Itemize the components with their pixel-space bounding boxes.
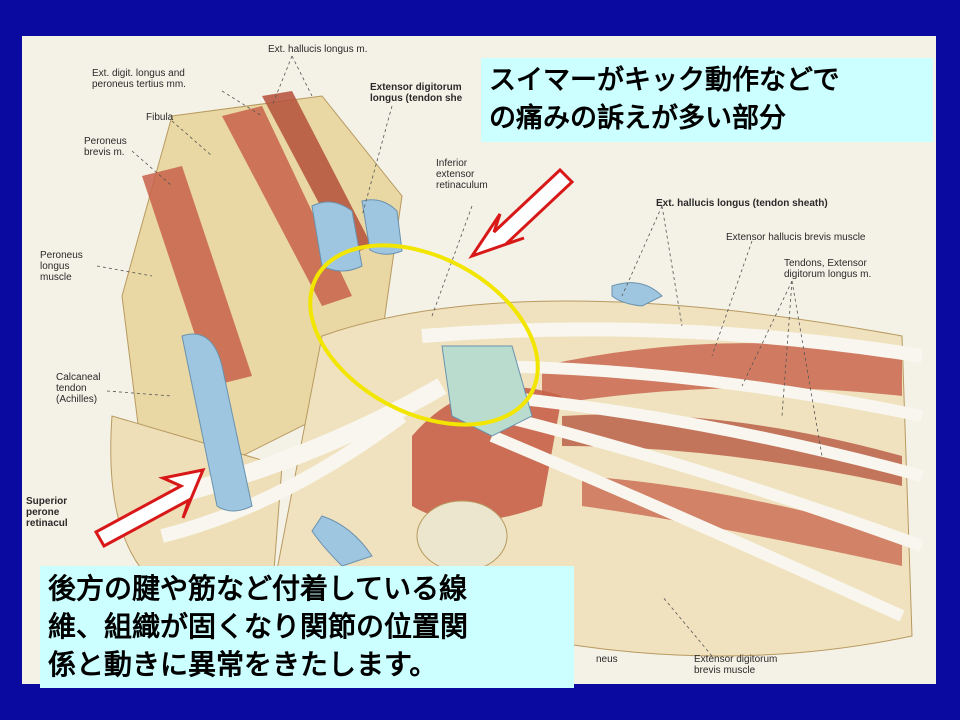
label-calcaneal-tendon-line1: Calcaneal: [56, 372, 101, 383]
callout-bottom-line3: 係と動きに異常をきたします。: [48, 648, 438, 681]
callout-bottom-line2: 維、組織が固くなり関節の位置関: [48, 610, 469, 643]
label-ext-hallucis-sheath: Ext. hallucis longus (tendon sheath): [656, 198, 828, 209]
label-fibula: Fibula: [146, 112, 174, 123]
label-superior-retinaculum-line3: retinacul: [26, 518, 68, 529]
label-extensor-digitorum-tendon: Extensor digitorum longus (tendon she: [370, 82, 462, 104]
label-tendons-extensor-line1: Tendons, Extensor: [784, 258, 867, 269]
label-ext-digit-longus-line2: peroneus tertius mm.: [92, 79, 186, 90]
label-extensor-digitorum-tendon-line1: Extensor digitorum: [370, 82, 462, 93]
label-extensor-digitorum-brevis-line2: brevis muscle: [694, 665, 756, 676]
label-peroneus-brevis-line2: brevis m.: [84, 147, 125, 158]
callout-bottom: 後方の腱や筋など付着している線 維、組織が固くなり関節の位置関 係と動きに異常を…: [40, 566, 574, 688]
label-tendons-extensor: Tendons, Extensor digitorum longus m.: [784, 258, 871, 280]
callout-top-line1: スイマーがキック動作などで: [489, 65, 840, 96]
label-peroneus-longus-line3: muscle: [40, 272, 72, 283]
callout-bottom-line1: 後方の腱や筋など付着している線: [48, 572, 468, 605]
label-ext-digit-longus-line1: Ext. digit. longus and: [92, 68, 185, 79]
label-superior-retinaculum: Superior perone retinacul: [26, 496, 68, 529]
label-peroneus-longus-line2: longus: [40, 261, 70, 272]
label-peroneus-partial: neus: [596, 654, 618, 665]
label-peroneus-longus: Peroneus longus muscle: [40, 250, 83, 283]
label-calcaneal-tendon-line2: tendon: [56, 383, 87, 394]
label-peroneus-longus-line1: Peroneus: [40, 250, 83, 261]
callout-top: スイマーがキック動作などで の痛みの訴えが多い部分: [481, 58, 933, 142]
label-inferior-retinaculum-line2: extensor: [436, 169, 475, 180]
label-superior-retinaculum-line1: Superior: [26, 496, 68, 507]
label-extensor-digitorum-brevis-line1: Extensor digitorum: [694, 654, 778, 665]
label-extensor-hallucis-brevis: Extensor hallucis brevis muscle: [726, 232, 866, 243]
label-tendons-extensor-line2: digitorum longus m.: [784, 269, 872, 280]
label-inferior-retinaculum-line1: Inferior: [436, 158, 468, 169]
label-extensor-digitorum-tendon-line2: longus (tendon she: [370, 93, 463, 104]
label-calcaneal-tendon-line3: (Achilles): [56, 394, 98, 405]
label-extensor-digitorum-brevis: Extensor digitorum brevis muscle: [694, 654, 777, 676]
callout-top-line2: の痛みの訴えが多い部分: [489, 103, 786, 134]
label-inferior-retinaculum: Inferior extensor retinaculum: [436, 158, 488, 191]
label-calcaneal-tendon: Calcaneal tendon (Achilles): [56, 372, 100, 405]
label-ext-digit-longus: Ext. digit. longus and peroneus tertius …: [92, 68, 186, 90]
label-peroneus-brevis: Peroneus brevis m.: [84, 136, 127, 158]
label-peroneus-brevis-line1: Peroneus: [84, 136, 127, 147]
label-superior-retinaculum-line2: perone: [26, 507, 60, 518]
label-ext-hallucis-longus: Ext. hallucis longus m.: [268, 44, 368, 55]
label-inferior-retinaculum-line3: retinaculum: [436, 180, 488, 191]
